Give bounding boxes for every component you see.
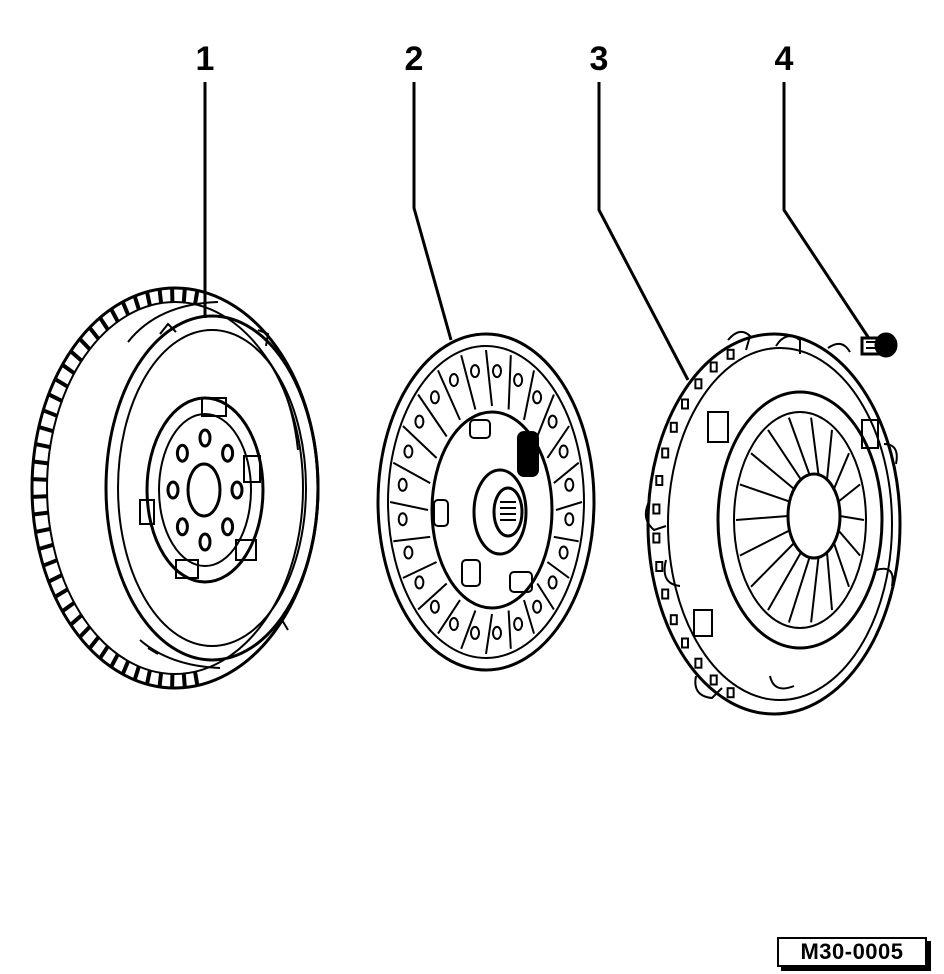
leader-line-4 <box>782 82 876 347</box>
bolt <box>860 332 898 358</box>
flywheel-tabs <box>139 397 261 579</box>
figure-reference-code: M30-0005 <box>777 937 927 967</box>
pressure-plate-diaphragm-fingers <box>735 417 865 623</box>
pressure-plate-mounting-lugs <box>644 330 898 700</box>
leader-line-2 <box>412 82 453 341</box>
callout-label-1: 1 <box>195 40 215 78</box>
leader-line-3 <box>597 82 690 381</box>
pressure-plate-rim-perforations <box>652 348 735 699</box>
flywheel-ring-gear-teeth <box>32 287 200 689</box>
callout-label-3: 3 <box>589 40 609 78</box>
clutch-disc-damper-springs <box>433 419 539 593</box>
callout-label-2: 2 <box>404 40 424 78</box>
pressure-plate <box>644 330 902 716</box>
clutch-disc-friction-segments <box>389 349 583 655</box>
clutch-disc <box>376 332 596 672</box>
flywheel <box>30 286 320 690</box>
clutch-disc-rivets <box>397 364 575 640</box>
flywheel-bolt-holes <box>166 428 244 552</box>
callout-label-4: 4 <box>774 40 794 78</box>
leader-lines <box>203 82 876 381</box>
